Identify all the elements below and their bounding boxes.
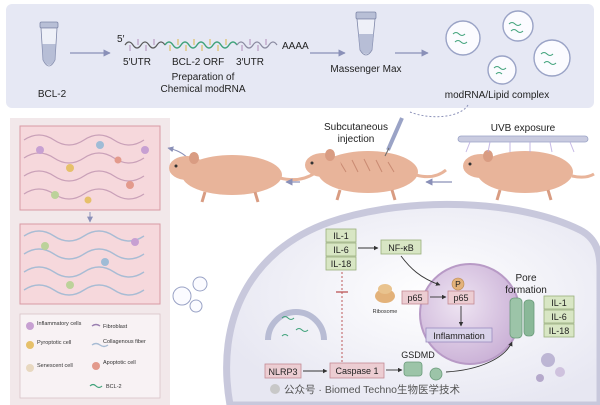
lipid-complex-icon bbox=[445, 10, 571, 85]
mouse-uvb-icon bbox=[463, 150, 595, 201]
caspase-label: Caspase 1 bbox=[335, 366, 378, 376]
watermark-text: 公众号 · Biomed Techno生物医学技术 bbox=[284, 383, 461, 396]
prep-line1: Preparation of bbox=[172, 72, 235, 83]
histology-tissue-bottom bbox=[19, 223, 161, 305]
uvb-label: UVB exposure bbox=[491, 123, 556, 134]
top-panel bbox=[6, 4, 594, 108]
p65b-label: p65 bbox=[453, 293, 468, 303]
pore-line1: Pore bbox=[515, 273, 537, 284]
box-nlrp3 bbox=[264, 363, 302, 379]
ribosome-icon bbox=[375, 284, 395, 303]
arrow-complex-to-injection bbox=[409, 104, 469, 118]
il6b-label: IL-6 bbox=[551, 312, 567, 322]
box-p65a bbox=[401, 290, 429, 305]
watermark: 公众号 · Biomed Techno生物医学技术 bbox=[270, 383, 461, 396]
utr5-label: 5′UTR bbox=[123, 57, 151, 68]
legend-inflammatory: Inflammatory cells bbox=[37, 321, 82, 327]
reagent-tube-icon bbox=[355, 11, 377, 56]
pore-line2: formation bbox=[505, 285, 547, 296]
mrna-strand: 5′ bbox=[117, 34, 278, 51]
mouse-injected-icon bbox=[305, 149, 447, 201]
box-il1 bbox=[325, 228, 357, 243]
bcl2-label: BCL-2 bbox=[38, 89, 67, 100]
nfkb-label: NF-κB bbox=[388, 243, 414, 253]
endosome-icon bbox=[265, 309, 327, 341]
box-p65b bbox=[447, 290, 475, 305]
prep-line2: Chemical modRNA bbox=[160, 84, 245, 95]
histology-tissue-top bbox=[19, 125, 161, 211]
box-il18 bbox=[325, 256, 357, 271]
cell-membrane bbox=[223, 200, 600, 405]
ribosome-label: Ribosome bbox=[373, 309, 398, 315]
mouse-treated-icon bbox=[169, 152, 316, 203]
debris-icon bbox=[536, 353, 565, 382]
vesicles-icon bbox=[172, 276, 208, 313]
box-il18-out bbox=[543, 323, 575, 338]
legend-collagenous: Collagenous fiber bbox=[103, 339, 146, 345]
box-il6 bbox=[325, 242, 357, 257]
legend-senescent: Senescent cell bbox=[37, 363, 73, 369]
p-label: P bbox=[455, 279, 461, 289]
gsdmd-icon bbox=[403, 361, 443, 381]
legend-pyroptotic: Pyroptotic cell bbox=[37, 340, 71, 346]
orf-label: BCL-2 ORF bbox=[172, 57, 224, 68]
pore-icon bbox=[509, 297, 535, 339]
il1b-label: IL-1 bbox=[551, 298, 567, 308]
arrow-gsdmd-to-pore bbox=[445, 341, 513, 373]
nlrp3-label: NLRP3 bbox=[268, 367, 297, 377]
box-inflammation bbox=[425, 327, 493, 343]
p65a-label: p65 bbox=[407, 293, 422, 303]
uvb-lamp-icon bbox=[457, 135, 589, 153]
inflammation-label: Inflammation bbox=[433, 331, 485, 341]
il18-label: IL-18 bbox=[331, 259, 352, 269]
injection-line1: Subcutaneous bbox=[324, 122, 388, 133]
legend-apoptotic: Apoptotic cell bbox=[103, 360, 136, 366]
box-il1-out bbox=[543, 295, 575, 310]
syringe-icon bbox=[384, 117, 404, 157]
injection-line2: injection bbox=[338, 134, 375, 145]
legend-fibroblast: Fibroblast bbox=[103, 324, 128, 330]
complex-label: modRNA/Lipid complex bbox=[445, 90, 550, 101]
box-nfkb bbox=[380, 239, 422, 255]
il6-label: IL-6 bbox=[333, 245, 349, 255]
legend: Inflammatory cells Fibroblast Pyroptotic… bbox=[19, 313, 161, 399]
il1-label: IL-1 bbox=[333, 231, 349, 241]
polya-label: AAAA bbox=[282, 41, 309, 52]
gsdmd-label: GSDMD bbox=[401, 350, 435, 360]
phospho-icon bbox=[451, 277, 465, 291]
box-caspase bbox=[329, 362, 385, 379]
nucleus bbox=[419, 263, 521, 365]
legend-bcl2: BCL-2 bbox=[106, 384, 122, 390]
arrow-nfkb-to-p65 bbox=[400, 255, 441, 286]
cap-label: 5′ bbox=[117, 34, 125, 45]
reagent-label: Massenger Max bbox=[330, 64, 401, 75]
box-il6-out bbox=[543, 309, 575, 324]
utr3-label: 3′UTR bbox=[236, 57, 264, 68]
tube-icon bbox=[39, 21, 59, 67]
il18b-label: IL-18 bbox=[549, 326, 570, 336]
